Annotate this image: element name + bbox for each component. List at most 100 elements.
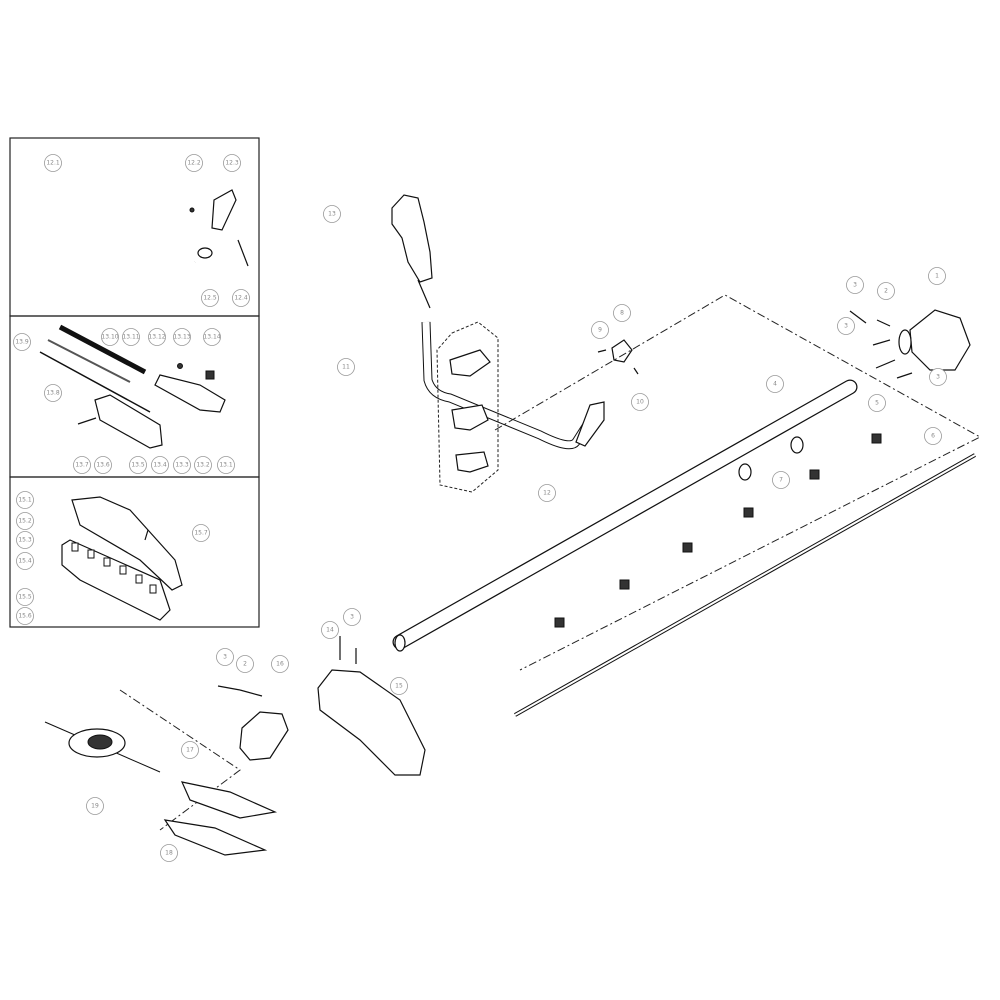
callout-number: 13.1 [219, 462, 233, 469]
callout-main: 2 [877, 282, 895, 300]
throttle-grip-detail-drawing [39, 324, 226, 449]
callout-panel-guard: 15.6 [16, 607, 34, 625]
callout-circle [94, 456, 112, 474]
detail-panels [9, 137, 260, 628]
callout-circle [160, 844, 178, 862]
callout-number: 13.6 [96, 462, 110, 469]
callout-circle [201, 289, 219, 307]
callout-panel-grip: 13.5 [129, 456, 147, 474]
callout-number: 13.5 [131, 462, 145, 469]
callout-number: 18 [165, 850, 173, 857]
callout-main: 3 [846, 276, 864, 294]
callout-number: 9 [598, 327, 602, 334]
callout-main: 10 [631, 393, 649, 411]
callout-panel-grip: 13.14 [203, 328, 221, 346]
callout-circle [271, 655, 289, 673]
callout-panel-grip: 13.8 [44, 384, 62, 402]
callout-number: 13 [328, 211, 336, 218]
callout-circle [223, 154, 241, 172]
callout-circle [217, 456, 235, 474]
callout-circle [924, 427, 942, 445]
callout-main: 3 [343, 608, 361, 626]
callout-circle [173, 328, 191, 346]
callout-main: 2 [236, 655, 254, 673]
callout-panel-grip: 13.11 [122, 328, 140, 346]
callout-number: 12 [543, 490, 551, 497]
callout-circle [929, 368, 947, 386]
main-cutting-head [44, 636, 426, 856]
callout-panel-grip: 13.9 [13, 333, 31, 351]
callout-circle [343, 608, 361, 626]
callout-circle [16, 588, 34, 606]
callout-circle [151, 456, 169, 474]
callout-panel-guard: 15.4 [16, 552, 34, 570]
callout-circle [613, 304, 631, 322]
callout-number: 8 [620, 310, 624, 317]
callout-circle [766, 375, 784, 393]
callout-main: 5 [868, 394, 886, 412]
callout-circle [44, 154, 62, 172]
callout-number: 19 [91, 803, 99, 810]
callout-panel-grip: 13.3 [173, 456, 191, 474]
callout-number: 12.3 [225, 160, 239, 167]
main-handle-assembly [391, 194, 639, 493]
callout-number: 15.3 [18, 537, 32, 544]
callout-number: 16 [276, 661, 284, 668]
callout-number: 15.1 [18, 497, 32, 504]
callout-number: 13.4 [153, 462, 167, 469]
callout-number: 13.7 [75, 462, 89, 469]
callout-circle [16, 607, 34, 625]
callout-number: 3 [223, 654, 227, 661]
callout-number: 12.2 [187, 160, 201, 167]
callout-circle [73, 456, 91, 474]
callout-circle [194, 456, 212, 474]
callout-circle [148, 328, 166, 346]
callout-number: 15 [395, 683, 403, 690]
callout-circle [837, 317, 855, 335]
callout-number: 13.2 [196, 462, 210, 469]
callout-panel-handle: 12.3 [223, 154, 241, 172]
callout-panel-grip: 13.7 [73, 456, 91, 474]
callout-number: 12.1 [46, 160, 60, 167]
callout-number: 13.12 [148, 334, 165, 341]
callout-panel-grip: 13.12 [148, 328, 166, 346]
callout-panel-guard: 15.7 [192, 524, 210, 542]
callout-main: 8 [613, 304, 631, 322]
callout-circle [86, 797, 104, 815]
callout-number: 13.10 [101, 334, 118, 341]
callout-main: 14 [321, 621, 339, 639]
callout-panel-handle: 12.4 [232, 289, 250, 307]
callout-circle [631, 393, 649, 411]
callout-circle [173, 456, 191, 474]
callout-circle [44, 384, 62, 402]
callout-main: 16 [271, 655, 289, 673]
callout-circle [846, 276, 864, 294]
callout-main: 4 [766, 375, 784, 393]
callout-number: 4 [773, 381, 777, 388]
callout-circle [101, 328, 119, 346]
callout-panel-grip: 13.2 [194, 456, 212, 474]
callout-panel-grip: 13.10 [101, 328, 119, 346]
callout-circle [185, 154, 203, 172]
callout-circle [868, 394, 886, 412]
callout-circle [16, 512, 34, 530]
callout-main: 7 [772, 471, 790, 489]
callout-main: 11 [337, 358, 355, 376]
guard-detail-drawing [61, 496, 183, 621]
callout-number: 3 [350, 614, 354, 621]
callout-circle [538, 484, 556, 502]
callout-circle [321, 621, 339, 639]
handle-bar-detail-drawing [21, 175, 249, 289]
callout-circle [337, 358, 355, 376]
callout-panel-guard: 15.5 [16, 588, 34, 606]
callout-number: 13.14 [203, 334, 220, 341]
callout-circle [323, 205, 341, 223]
callout-main: 19 [86, 797, 104, 815]
callout-number: 15.4 [18, 558, 32, 565]
callout-main: 13 [323, 205, 341, 223]
callout-panel-grip: 13.6 [94, 456, 112, 474]
callout-number: 7 [779, 477, 783, 484]
callout-panel-guard: 15.1 [16, 491, 34, 509]
